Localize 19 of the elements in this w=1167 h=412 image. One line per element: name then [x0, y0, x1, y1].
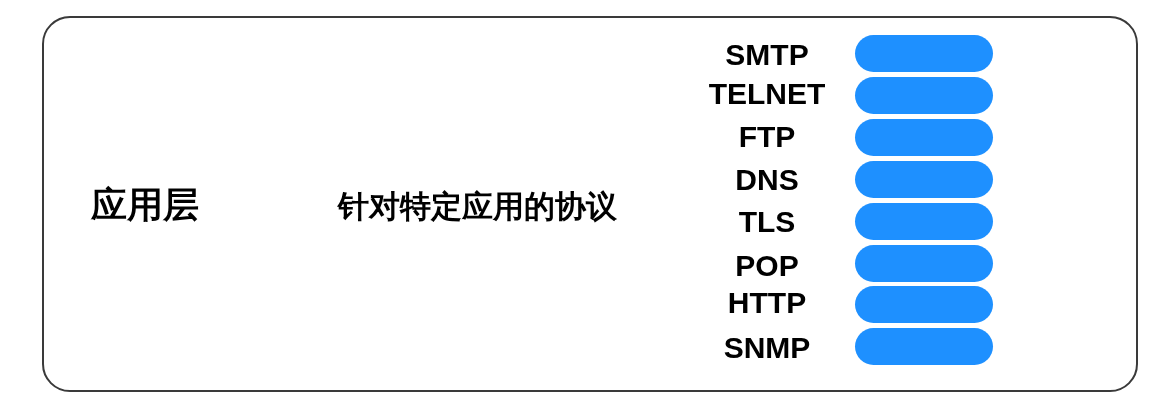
protocol-name: HTTP: [727, 287, 807, 318]
protocol-name: TLS: [738, 207, 796, 238]
protocol-name: FTP: [738, 122, 796, 153]
layer-name: 应用层: [91, 185, 199, 225]
protocol-bar: [855, 286, 993, 324]
protocol-name: SNMP: [723, 332, 811, 363]
protocol-bar: [855, 118, 993, 156]
protocol-name: DNS: [735, 165, 799, 196]
protocol-name: SMTP: [725, 39, 809, 70]
protocol-bar: [855, 202, 993, 240]
protocol-bar: [855, 35, 993, 72]
layer-panel: [42, 16, 1138, 392]
protocol-bar: [855, 160, 993, 198]
protocol-bar: [855, 328, 993, 366]
layer-description: 针对特定应用的协议: [338, 188, 617, 224]
protocol-bar: [855, 244, 993, 282]
protocol-name: POP: [735, 251, 799, 281]
protocol-name: TELNET: [708, 79, 826, 110]
protocol-bar: [855, 76, 993, 114]
